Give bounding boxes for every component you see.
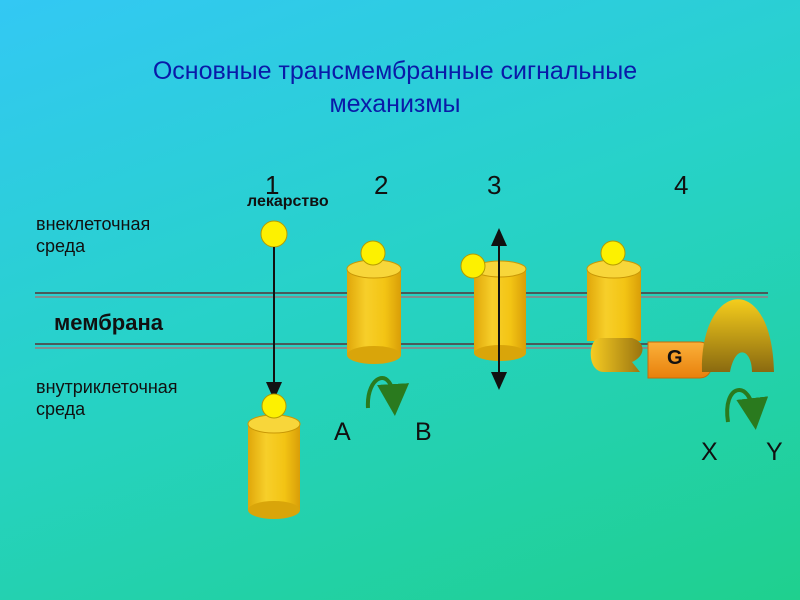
intracellular-label: внутриклеточная среда xyxy=(36,376,178,420)
intracellular-receptor xyxy=(247,414,301,519)
mechanism-number-4: 4 xyxy=(674,170,689,200)
mechanism-number-3: 3 xyxy=(487,170,502,200)
membrane xyxy=(35,292,768,349)
substrate-label-x: X xyxy=(701,438,718,466)
ligand-4 xyxy=(600,240,626,266)
product-label-b: B xyxy=(415,418,432,446)
receptor-2 xyxy=(346,259,402,364)
effector-arch xyxy=(701,299,774,372)
receptor-4 xyxy=(586,259,643,372)
product-label-y: Y xyxy=(766,438,783,466)
substrate-label-a: A xyxy=(334,418,351,446)
slide-title: Основные трансмембранные сигнальные меха… xyxy=(60,55,730,121)
title-line-1: Основные трансмембранные сигнальные xyxy=(152,57,638,85)
extracellular-label: внеклеточная среда xyxy=(36,213,150,257)
mechanism-3 xyxy=(460,228,527,390)
mechanism-2 xyxy=(346,240,410,416)
effector-arrow-xy xyxy=(725,388,769,430)
mechanism-number-2: 2 xyxy=(374,170,389,200)
ligand-3 xyxy=(460,253,486,279)
intracellular-label-line-1: внутриклеточная xyxy=(36,377,178,397)
title-line-2: механизмы xyxy=(329,90,461,118)
ligand-2 xyxy=(360,240,386,266)
extracellular-label-line-1: внеклеточная xyxy=(36,214,151,234)
catalysis-arrow-ab xyxy=(365,376,410,416)
mechanism-4 xyxy=(586,240,774,430)
membrane-label: мембрана xyxy=(54,310,163,335)
drug-ligand-bound xyxy=(261,393,287,419)
extracellular-label-line-2: среда xyxy=(36,236,86,256)
mechanism-1 xyxy=(247,220,301,519)
mechanism-number-1: 1 xyxy=(265,170,280,200)
drug-label: лекарство xyxy=(247,193,329,210)
g-protein-label: G xyxy=(667,347,683,369)
intracellular-label-line-2: среда xyxy=(36,399,86,419)
drug-ligand-outside xyxy=(260,220,288,248)
